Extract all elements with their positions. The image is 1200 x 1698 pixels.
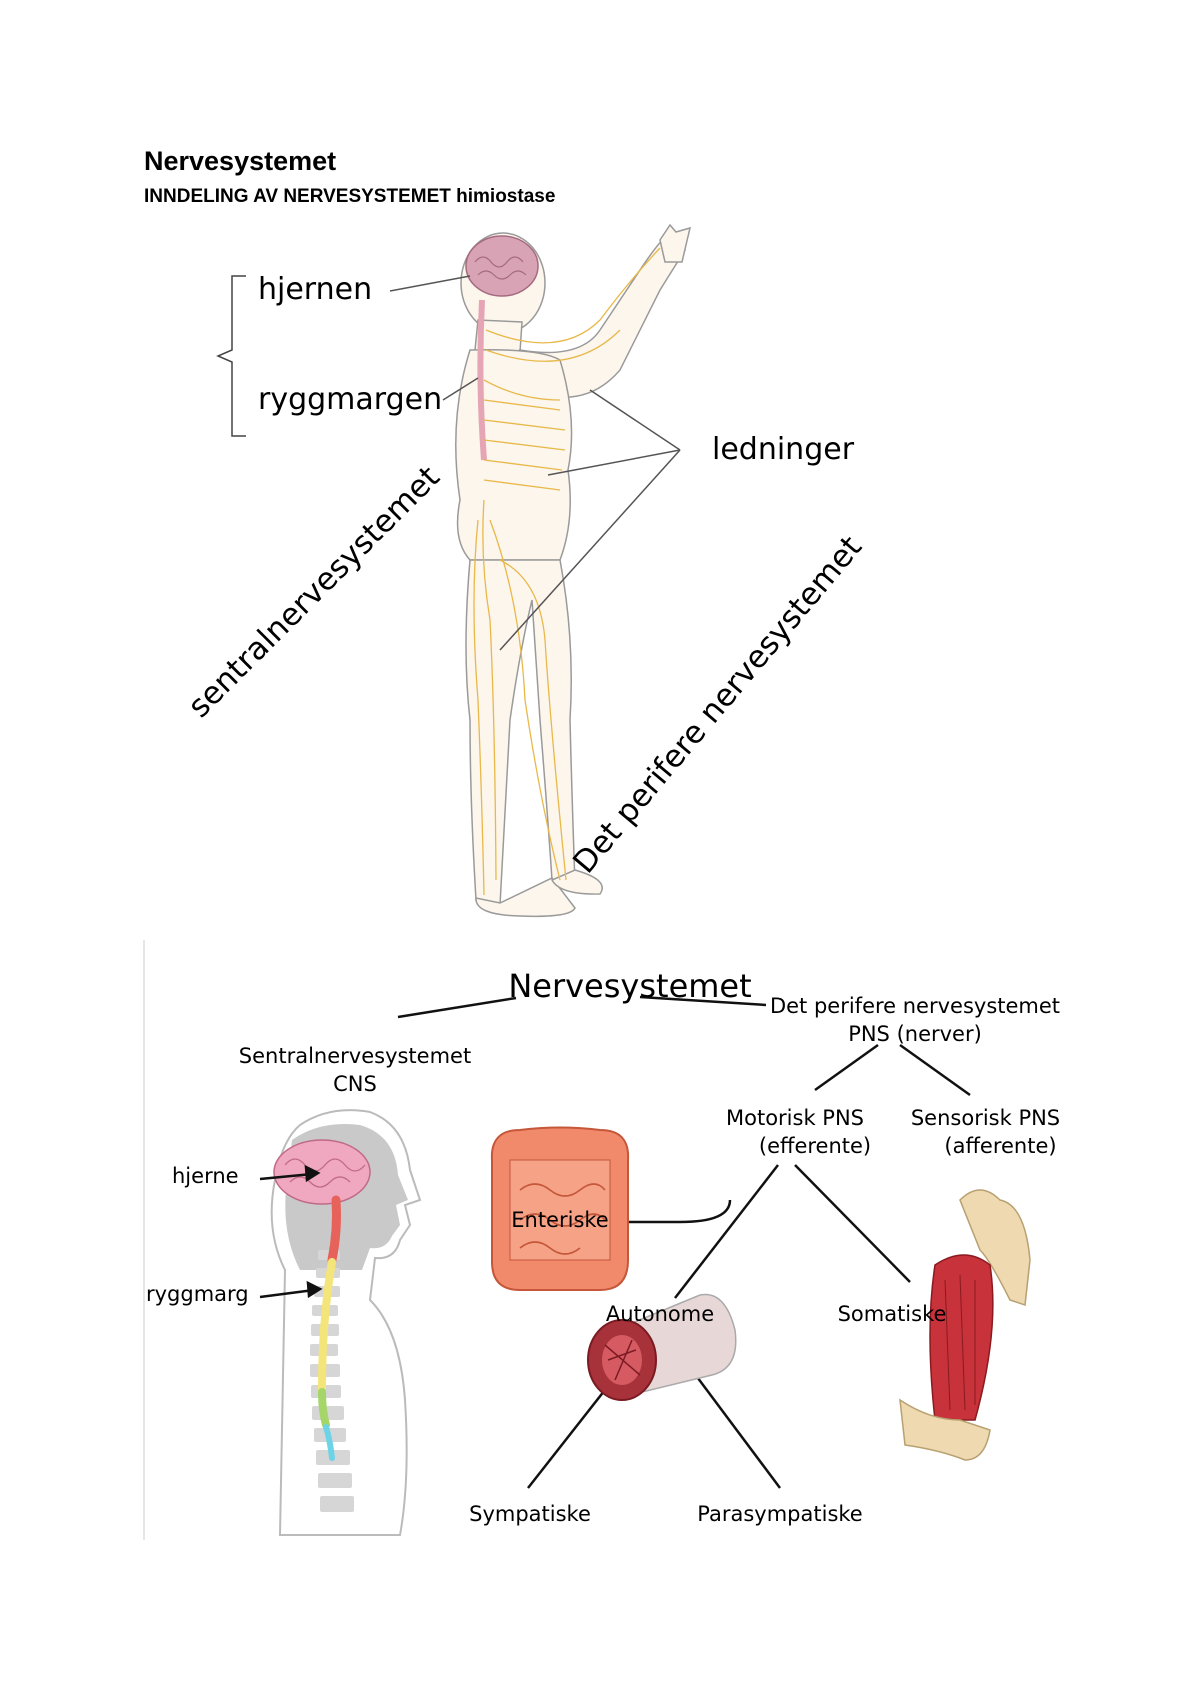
label-ledninger: ledninger (712, 432, 855, 467)
arm-muscle-shape (899, 1189, 1031, 1461)
node-cns: Sentralnervesystemet CNS (238, 1044, 472, 1096)
label-ryggmarg: ryggmarg (146, 1282, 249, 1306)
leader-lines (389, 275, 681, 651)
node-sensory-pns: Sensorisk PNS (afferente) (910, 1106, 1061, 1158)
spinal-cord-shape (477, 299, 487, 461)
intestine-shape (490, 1126, 630, 1291)
node-pns: Det perifere nervesystemet PNS (nerver) (769, 994, 1061, 1046)
label-hjerne: hjerne (172, 1164, 239, 1188)
node-nervesystemet: Nervesystemet (508, 967, 752, 1005)
label-ryggmargen: ryggmargen (258, 382, 443, 417)
node-parasympatiske: Parasympatiske (697, 1502, 863, 1526)
page-subtitle: INNDELING AV NERVESYSTEMET himiostase (144, 186, 556, 207)
label-hjernen: hjernen (258, 272, 373, 307)
node-motor-pns: Motorisk PNS (efferente) (726, 1106, 872, 1158)
node-autonome: Autonome (605, 1302, 715, 1326)
tree-connectors (397, 995, 971, 1489)
node-enteriske: Enteriske (511, 1208, 609, 1232)
page-title: Nervesystemet (144, 146, 337, 176)
node-somatiske: Somatiske (837, 1302, 947, 1326)
head-brain-shape (273, 1139, 371, 1205)
node-sympatiske: Sympatiske (469, 1502, 591, 1526)
autonomic-vessel-shape (587, 1293, 737, 1401)
head-silhouette (270, 1109, 422, 1536)
cns-bracket (216, 275, 246, 437)
nerves-shape (473, 247, 661, 896)
